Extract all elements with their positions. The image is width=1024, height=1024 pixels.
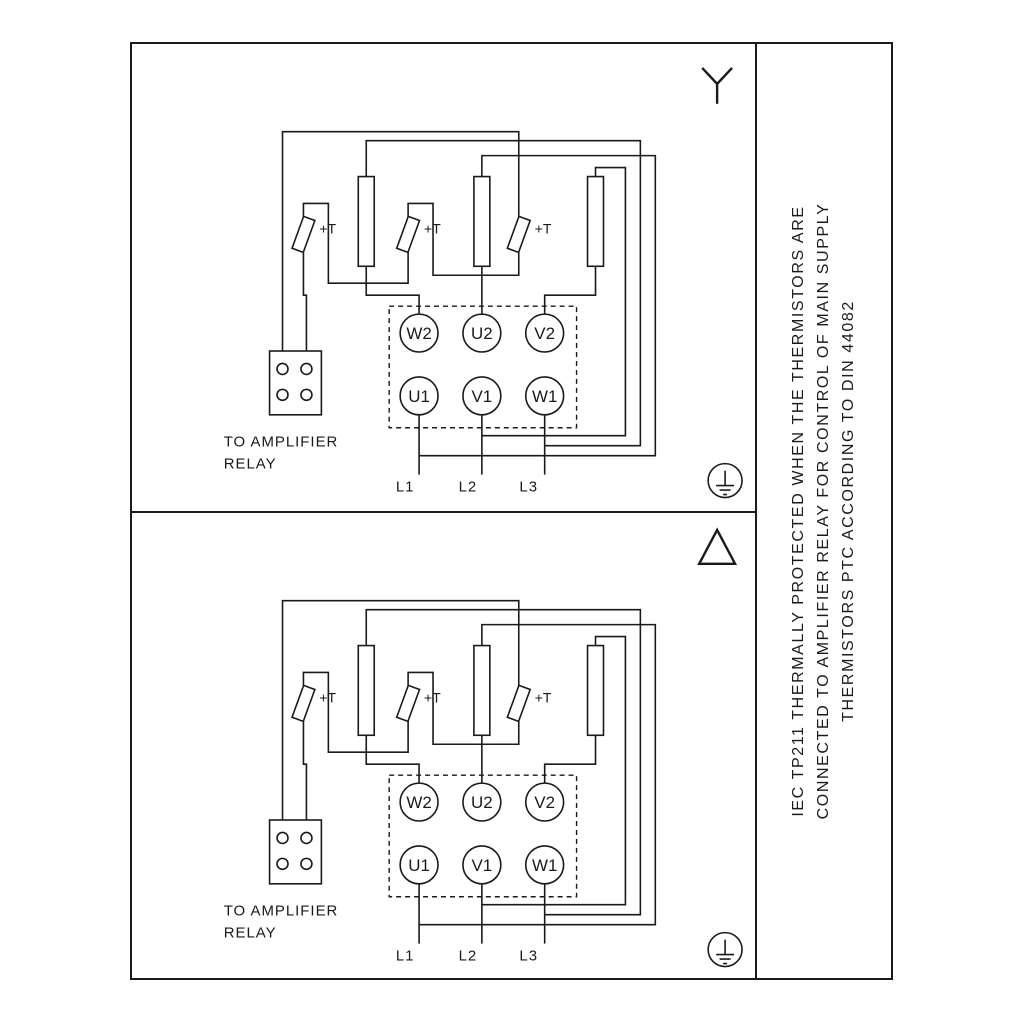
terminal-board	[388, 774, 578, 898]
relay-pin	[276, 388, 289, 402]
sidebar-note: IEC TP211 THERMALLY PROTECTED WHEN THE T…	[790, 61, 858, 961]
earth-ground-icon	[707, 462, 743, 499]
relay-pin	[276, 362, 289, 376]
terminal-label-W1: W1	[532, 387, 557, 406]
thermistors: +T +T +T	[291, 684, 552, 723]
delta-icon	[697, 527, 738, 566]
terminal-label-U1: U1	[408, 387, 430, 406]
terminal-label-V1: V1	[472, 387, 493, 406]
relay-pin	[276, 832, 289, 845]
relay-caption-line1: TO AMPLIFIER	[224, 434, 339, 451]
supply-label-L3: L3	[519, 948, 538, 965]
relay-box	[268, 350, 323, 416]
motor-windings	[357, 175, 605, 268]
relay-pin	[300, 388, 313, 402]
supply-label-L2: L2	[459, 948, 478, 965]
supply-label-L3: L3	[519, 479, 538, 496]
thermistor	[291, 684, 316, 723]
thermistor-label: +T	[319, 690, 336, 706]
thermistor	[506, 684, 532, 723]
terminal-label-V2: V2	[534, 324, 555, 343]
terminal-label-V1: V1	[472, 856, 493, 875]
thermistor	[395, 215, 421, 254]
supply-labels: L1 L2 L3	[396, 948, 538, 965]
relay-pin	[300, 858, 313, 871]
thermistor-label: +T	[424, 220, 441, 236]
thermistor	[291, 215, 316, 254]
wires	[281, 600, 657, 945]
thermistors: +T +T +T	[291, 215, 552, 254]
delta-wiring-svg: +T +T +T TO AMPLIFIER RELAY	[224, 527, 743, 968]
supply-label-L1: L1	[396, 948, 415, 965]
star-wiring-svg: +T +T +T TO AMPLIFIER RELAY	[224, 67, 743, 499]
motor-winding	[357, 645, 376, 737]
terminal-label-V2: V2	[534, 794, 555, 813]
terminal-V2	[524, 313, 565, 353]
terminal-V2	[524, 782, 565, 823]
terminal-U1	[399, 845, 439, 886]
diagram-frame: +T +T +T TO AMPLIFIER RELAY	[130, 42, 893, 980]
earth-ground-icon	[707, 932, 743, 968]
terminal-label-U2: U2	[471, 324, 493, 343]
thermistor	[506, 215, 532, 254]
motor-winding	[473, 175, 491, 268]
motor-windings	[357, 645, 605, 737]
supply-labels: L1 L2 L3	[396, 479, 538, 496]
star-icon	[701, 67, 733, 104]
relay-caption-line2: RELAY	[224, 456, 277, 473]
wires	[281, 130, 657, 475]
sidebar-note-line2: CONNECTED TO AMPLIFIER RELAY FOR CONTROL…	[815, 202, 832, 820]
terminal-label-W2: W2	[406, 324, 431, 343]
terminal-V1	[462, 845, 502, 886]
relay-pin	[276, 858, 289, 871]
terminals: W2 U2 V2 U1 V1 W1	[399, 782, 565, 886]
terminal-label-W2: W2	[406, 794, 431, 813]
terminal-W1	[524, 376, 565, 416]
supply-label-L1: L1	[396, 479, 415, 496]
terminal-W2	[399, 313, 439, 353]
thermistor	[395, 684, 421, 723]
note-sidebar: IEC TP211 THERMALLY PROTECTED WHEN THE T…	[757, 44, 891, 978]
terminal-label-W1: W1	[532, 856, 557, 875]
supply-label-L2: L2	[459, 479, 478, 496]
relay-connector: TO AMPLIFIER RELAY	[224, 350, 339, 473]
relay-pin	[300, 362, 313, 376]
relay-caption-line2: RELAY	[224, 925, 277, 942]
motor-winding	[586, 175, 605, 268]
terminal-board	[388, 305, 578, 429]
thermistor-label: +T	[424, 690, 441, 706]
thermistor-label: +T	[535, 690, 552, 706]
terminal-label-U1: U1	[408, 856, 430, 875]
relay-connector: TO AMPLIFIER RELAY	[224, 819, 339, 942]
terminal-V1	[462, 376, 502, 416]
sidebar-note-line1: IEC TP211 THERMALLY PROTECTED WHEN THE T…	[790, 205, 807, 817]
panel-star-connection: +T +T +T TO AMPLIFIER RELAY	[132, 44, 755, 514]
panel-delta-connection: +T +T +T TO AMPLIFIER RELAY	[132, 513, 755, 980]
terminals: W2 U2 V2 U1 V1 W1	[399, 313, 565, 416]
terminal-U2	[462, 313, 502, 353]
motor-winding	[473, 645, 491, 737]
motor-winding	[357, 175, 376, 268]
relay-pin	[300, 832, 313, 845]
motor-winding	[586, 645, 605, 737]
terminal-W1	[524, 845, 565, 886]
sidebar-note-line3: THERMISTORS PTC ACCORDING TO DIN 44082	[840, 300, 857, 722]
terminal-U2	[462, 782, 502, 823]
relay-caption-line1: TO AMPLIFIER	[224, 903, 339, 920]
terminal-W2	[399, 782, 439, 823]
diagram-column: +T +T +T TO AMPLIFIER RELAY	[132, 44, 757, 978]
thermistor-label: +T	[319, 220, 336, 236]
thermistor-label: +T	[535, 220, 552, 236]
terminal-label-U2: U2	[471, 794, 493, 813]
relay-box	[268, 819, 323, 886]
terminal-U1	[399, 376, 439, 416]
